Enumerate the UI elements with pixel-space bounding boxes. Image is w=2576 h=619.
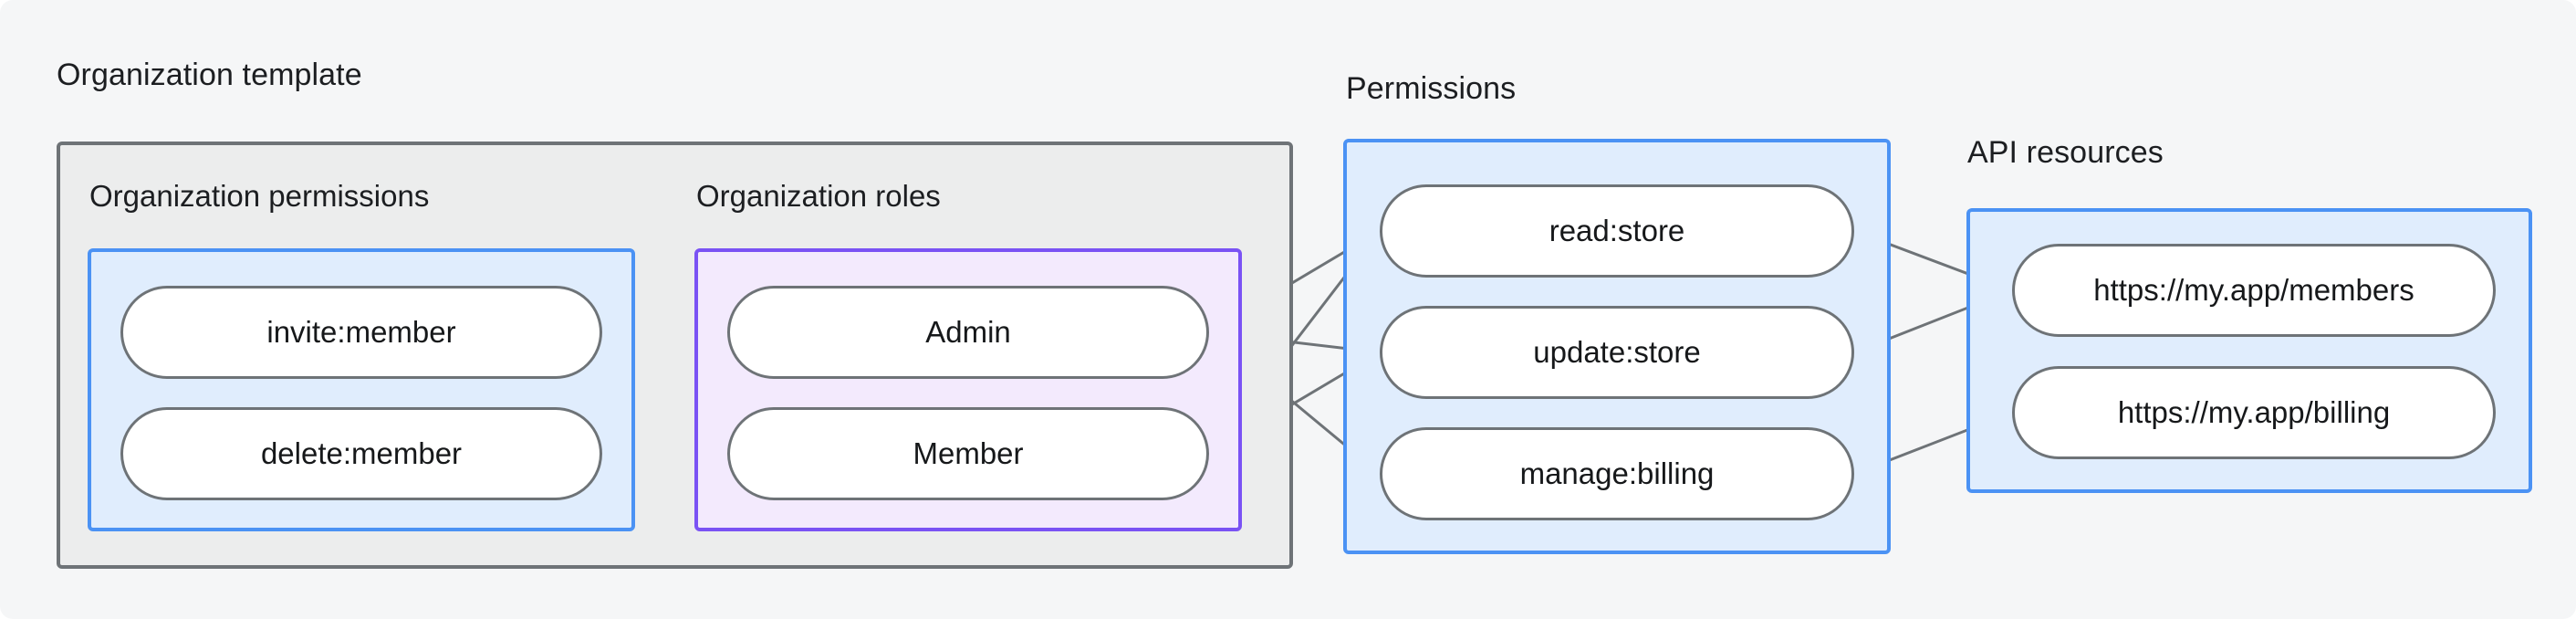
organization-template-label: Organization template — [57, 58, 362, 92]
node-manage-billing[interactable]: manage:billing — [1380, 427, 1854, 520]
node-update-store[interactable]: update:store — [1380, 306, 1854, 399]
organization-permissions-title: Organization permissions — [89, 179, 430, 213]
api-resources-label: API resources — [1967, 135, 2164, 170]
permissions-label: Permissions — [1346, 71, 1517, 106]
node-invite-member[interactable]: invite:member — [120, 286, 602, 379]
node-admin[interactable]: Admin — [727, 286, 1209, 379]
node-read-store[interactable]: read:store — [1380, 184, 1854, 278]
organization-roles-title: Organization roles — [696, 179, 941, 213]
node-member[interactable]: Member — [727, 407, 1209, 500]
node-members-url[interactable]: https://my.app/members — [2012, 244, 2496, 337]
node-billing-url[interactable]: https://my.app/billing — [2012, 366, 2496, 459]
node-delete-member[interactable]: delete:member — [120, 407, 602, 500]
